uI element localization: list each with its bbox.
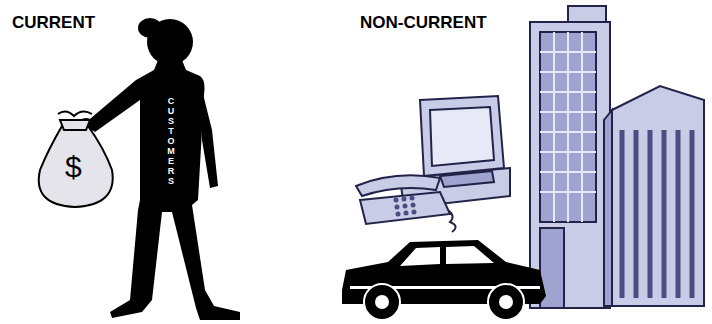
body-text: CUSTOMERS (166, 96, 175, 186)
car (342, 240, 546, 320)
office-building (604, 86, 704, 306)
currency-symbol: $ (65, 152, 82, 182)
office-tower (530, 6, 610, 308)
section-heading: CURRENT (12, 14, 95, 31)
telephone (356, 175, 456, 232)
section-heading: NON-CURRENT (360, 14, 487, 31)
computer (400, 96, 510, 208)
money-bag (39, 111, 113, 207)
